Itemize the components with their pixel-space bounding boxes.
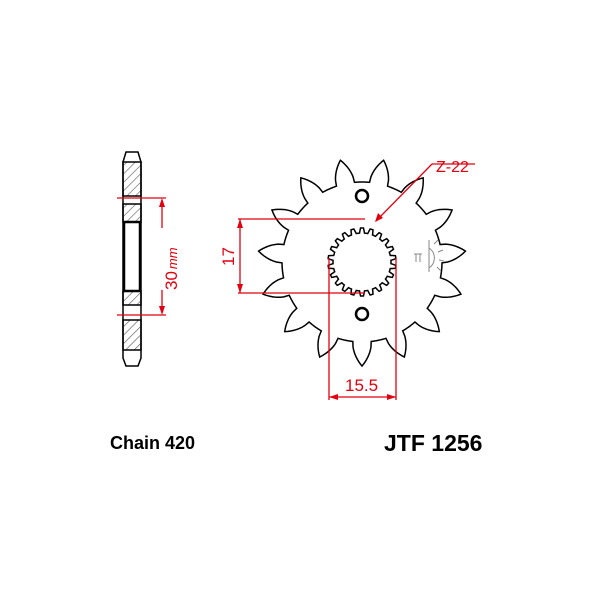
bolt-hole-top bbox=[354, 188, 370, 204]
side-view bbox=[122, 151, 142, 367]
bolt-hole-bottom bbox=[354, 306, 370, 322]
spline-bore bbox=[327, 227, 397, 297]
chain-size-label: Chain 420 bbox=[110, 433, 196, 453]
width-dimension-label: 15.5 bbox=[345, 376, 378, 395]
rotation-symbol-icon bbox=[414, 239, 445, 272]
part-number-label: JTF 1256 bbox=[384, 430, 483, 456]
dimension-lines bbox=[117, 163, 475, 400]
sprocket-outline bbox=[257, 159, 467, 368]
thickness-dimension-label: 30mm bbox=[162, 247, 181, 290]
spline-diameter-label: 17 bbox=[219, 247, 238, 266]
spline-count-label: Z-22 bbox=[436, 159, 469, 176]
